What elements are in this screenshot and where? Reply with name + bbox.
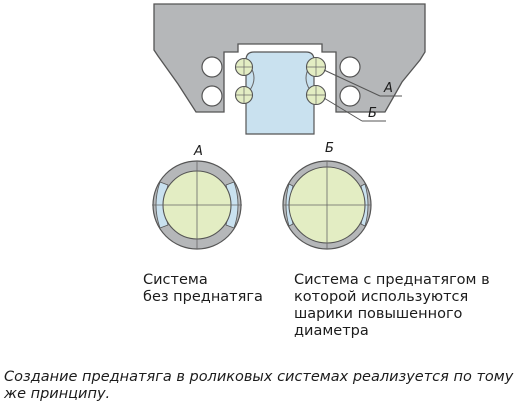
footnote: Создание преднатяга в роликовых системах… (4, 369, 514, 402)
caption-b-line: шарики повышенного (294, 306, 463, 322)
label-b-top: Б (368, 106, 377, 121)
mount-hole (339, 85, 361, 107)
caption-a-line: Система (143, 272, 208, 288)
label-a-detail: А (193, 144, 203, 159)
guide-rail (245, 51, 315, 135)
label-a-top: А (383, 81, 393, 96)
caption-b-line: которой используются (294, 289, 469, 305)
caption-b-line: диаметра (294, 323, 369, 339)
caption-b-line: Система с преднатягом в (294, 272, 490, 288)
detail-a-no-preload: А (152, 144, 242, 250)
mount-hole (339, 56, 361, 78)
label-b-detail: Б (325, 141, 334, 156)
detail-b-preload: Б (282, 141, 372, 250)
mount-hole (201, 56, 223, 78)
leader-line-a (323, 69, 381, 97)
balls-left (234, 57, 254, 105)
caption-preload: Система с преднатягом в которой использу… (294, 272, 524, 340)
carriage-cross-section: А Б (153, 3, 426, 135)
leader-line-b (323, 97, 363, 122)
caption-a-line: без преднатяга (143, 289, 263, 305)
balls-right (305, 56, 327, 106)
caption-no-preload: Система без преднатяга (143, 272, 283, 306)
linear-guide-diagram: А Б А Б (152, 3, 426, 250)
mount-hole (201, 85, 223, 107)
